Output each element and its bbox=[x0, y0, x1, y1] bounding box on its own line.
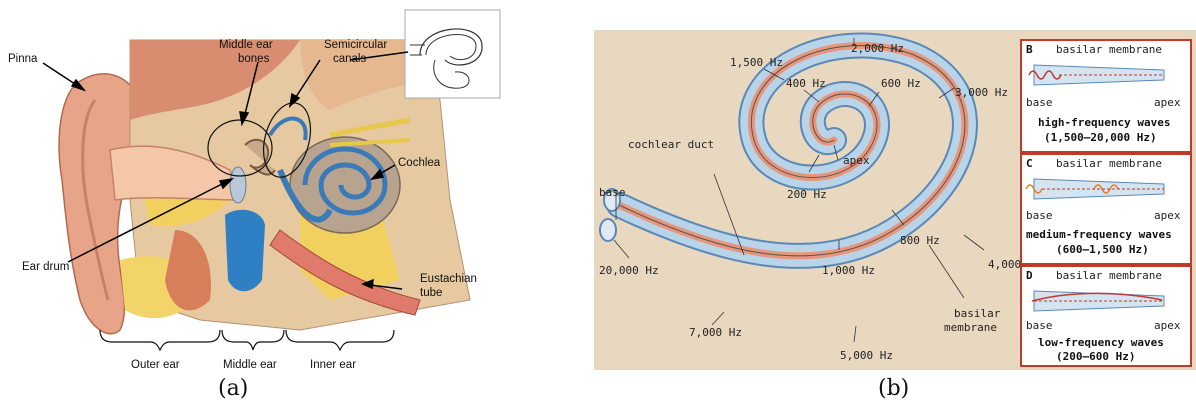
label-eustachian-1: Eustachian bbox=[420, 273, 477, 285]
inset-c-membrane: basilar membrane bbox=[1056, 157, 1162, 170]
freq-7000: 7,000 Hz bbox=[689, 326, 742, 339]
semicircular-inset bbox=[405, 10, 500, 98]
cochlear-duct-label: cochlear duct bbox=[628, 138, 714, 151]
region-outer-ear: Outer ear bbox=[131, 359, 180, 371]
inset-b-letter: B bbox=[1026, 43, 1033, 56]
inset-d-membrane: basilar membrane bbox=[1056, 269, 1162, 282]
caption-a: (a) bbox=[218, 376, 248, 401]
label-cochlea: Cochlea bbox=[398, 157, 441, 169]
freq-3000: 3,000 Hz bbox=[955, 86, 1008, 99]
inset-medium-frequency: C basilar membrane base apex medium-freq… bbox=[1021, 154, 1191, 264]
inset-high-frequency: B basilar membrane base apex high-freque… bbox=[1021, 40, 1191, 152]
label-eustachian-2: tube bbox=[420, 287, 442, 299]
label-semicircular-1: Semicircular bbox=[324, 39, 387, 51]
label-semicircular-2: canals bbox=[333, 53, 366, 65]
inset-b-base: base bbox=[1026, 96, 1053, 109]
inset-d-letter: D bbox=[1026, 269, 1033, 282]
cochlea-frequency-diagram: 2,000 Hz 1,500 Hz 3,000 Hz 400 Hz 600 Hz… bbox=[594, 30, 1196, 370]
inset-d-base: base bbox=[1026, 319, 1053, 332]
ear-drum-shape bbox=[230, 167, 246, 203]
freq-1500: 1,500 Hz bbox=[730, 56, 783, 69]
basilar-label-1: basilar bbox=[954, 307, 1001, 320]
freq-2000: 2,000 Hz bbox=[851, 42, 904, 55]
region-braces bbox=[100, 330, 394, 350]
inset-d-apex: apex bbox=[1154, 319, 1181, 332]
inset-d-range: (200–600 Hz) bbox=[1056, 350, 1135, 363]
inset-low-frequency: D basilar membrane base apex low-frequen… bbox=[1021, 266, 1191, 366]
ear-anatomy-illustration: Pinna Middle ear bones Semicircular cana… bbox=[0, 0, 600, 414]
inset-c-letter: C bbox=[1026, 157, 1033, 170]
label-middle-ear-bones-1: Middle ear bbox=[219, 39, 273, 51]
freq-20000: 20,000 Hz bbox=[599, 264, 659, 277]
region-inner-ear: Inner ear bbox=[310, 359, 356, 371]
freq-5000: 5,000 Hz bbox=[840, 349, 893, 362]
inset-c-title: medium-frequency waves bbox=[1026, 228, 1172, 241]
label-middle-ear-bones-2: bones bbox=[238, 53, 270, 65]
label-ear-drum: Ear drum bbox=[22, 261, 69, 273]
freq-400: 400 Hz bbox=[786, 77, 826, 90]
inset-b-title: high-frequency waves bbox=[1038, 116, 1170, 129]
inset-b-membrane: basilar membrane bbox=[1056, 43, 1162, 56]
inset-c-base: base bbox=[1026, 209, 1053, 222]
label-pinna: Pinna bbox=[8, 53, 38, 65]
freq-600: 600 Hz bbox=[881, 77, 921, 90]
basilar-label-2: membrane bbox=[944, 321, 997, 334]
base-opening-bottom bbox=[600, 219, 616, 241]
caption-b: (b) bbox=[878, 376, 909, 401]
freq-800: 800 Hz bbox=[900, 234, 940, 247]
base-label: base bbox=[599, 186, 626, 199]
inset-c-range: (600–1,500 Hz) bbox=[1056, 243, 1149, 256]
inset-c-apex: apex bbox=[1154, 209, 1181, 222]
freq-1000: 1,000 Hz bbox=[822, 264, 875, 277]
apex-label: apex bbox=[843, 154, 870, 167]
inset-b-range: (1,500–20,000 Hz) bbox=[1044, 131, 1157, 144]
region-middle-ear: Middle ear bbox=[223, 359, 277, 371]
freq-200: 200 Hz bbox=[787, 188, 827, 201]
inset-b-apex: apex bbox=[1154, 96, 1181, 109]
inset-d-title: low-frequency waves bbox=[1038, 336, 1164, 349]
